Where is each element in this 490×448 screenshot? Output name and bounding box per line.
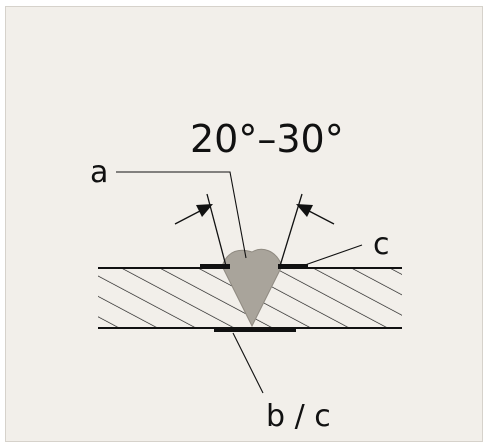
top-strip-left	[200, 264, 230, 269]
angle-arrow-left	[174, 204, 213, 225]
leader-a	[116, 171, 247, 259]
label-c: c	[373, 227, 390, 262]
weld-bead	[221, 248, 283, 328]
label-a: a	[90, 155, 108, 190]
label-bc: b / c	[266, 399, 331, 434]
angle-label: 20°–30°	[190, 117, 344, 161]
bottom-strip	[214, 327, 296, 332]
top-strip-right	[278, 264, 308, 269]
angle-arrow-right	[296, 204, 335, 225]
leader-c	[304, 244, 363, 266]
diagram-frame	[5, 6, 483, 442]
leader-bc	[232, 332, 264, 394]
